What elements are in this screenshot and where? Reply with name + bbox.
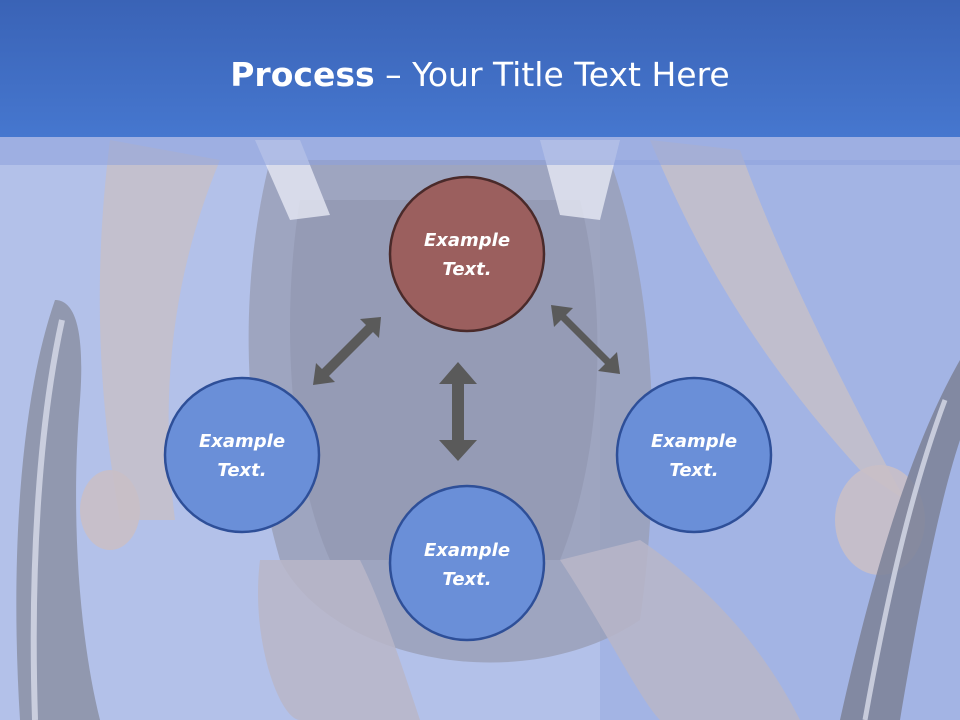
node-left-line2: Text. bbox=[217, 460, 266, 481]
node-left: Example Text. bbox=[163, 376, 321, 534]
title-band bbox=[0, 137, 960, 165]
title-bar bbox=[0, 0, 960, 137]
node-bottom: Example Text. bbox=[388, 484, 546, 642]
title-dash: – bbox=[374, 55, 413, 94]
arrow-vertical bbox=[439, 362, 477, 461]
node-bottom-line1: Example bbox=[424, 540, 510, 561]
node-top: Example Text. bbox=[388, 175, 546, 333]
title-rest: Your Title Text Here bbox=[412, 55, 730, 94]
title-bold: Process bbox=[230, 55, 375, 94]
node-left-line1: Example bbox=[199, 431, 285, 452]
node-right-line1: Example bbox=[651, 431, 737, 452]
arrow-top-right bbox=[551, 305, 620, 374]
node-top-line1: Example bbox=[424, 230, 510, 251]
arrow-top-left bbox=[313, 317, 381, 385]
node-right: Example Text. bbox=[615, 376, 773, 534]
slide-title: Process – Your Title Text Here bbox=[0, 52, 960, 98]
node-bottom-line2: Text. bbox=[442, 569, 491, 590]
node-right-line2: Text. bbox=[669, 460, 718, 481]
node-top-line2: Text. bbox=[442, 259, 491, 280]
